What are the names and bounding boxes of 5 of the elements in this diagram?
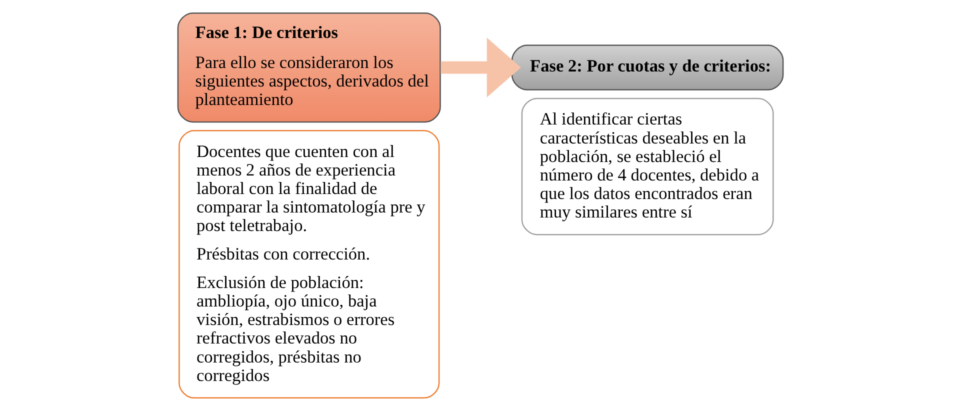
arrow — [440, 38, 520, 98]
node-box: Docentes que cuenten con al menos 2 años de experiencia laboral con la finalidad de comparar la sintomatología pre y post teletrabajo. Présbitas con corrección. Exclusión de población: ambliopía, ojo único, baja visión, estrabismos o errores refractivos elevados no corregidos, présbitas no corregidos — [178, 130, 440, 399]
node-box: Fase 1: De criterios Para ello se consideraron los siguientes aspectos, derivados del planteamiento — [176, 12, 440, 123]
node-box: Fase 2: Por cuotas y de criterios: — [510, 44, 784, 90]
node-box: Al identificar ciertas características deseables en la población, se estableció el número de 4 docentes, debido a que los datos encontrados eran muy similares entre sí — [520, 98, 774, 236]
